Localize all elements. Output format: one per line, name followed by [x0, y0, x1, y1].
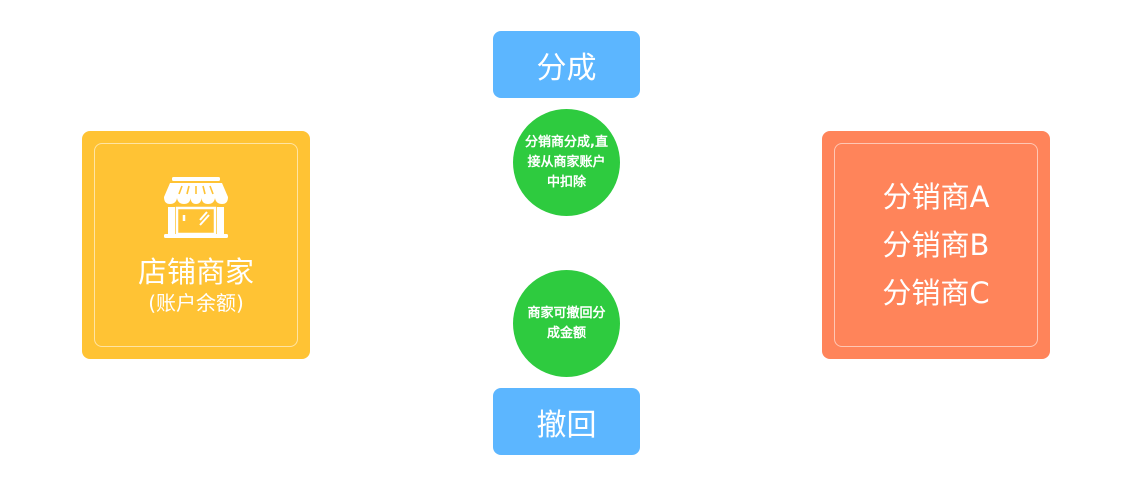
split-note-circle: 分销商分成,直接从商家账户中扣除 — [513, 109, 620, 216]
store-icon — [164, 177, 228, 238]
revoke-button[interactable]: 撤回 — [493, 388, 640, 455]
revoke-note-circle: 商家可撤回分成金额 — [513, 270, 620, 377]
revoke-note-text: 商家可撤回分成金额 — [527, 305, 606, 341]
merchant-subtitle: (账户余额) — [148, 291, 244, 315]
split-button[interactable]: 分成 — [493, 31, 640, 98]
split-note-text: 分销商分成,直接从商家账户中扣除 — [525, 134, 608, 190]
distributor-item: 分销商B — [882, 228, 990, 262]
merchant-card-border — [94, 143, 298, 347]
merchant-card: 店铺商家 (账户余额) — [82, 131, 310, 359]
distributor-list: 分销商A 分销商B 分销商C — [822, 173, 1050, 317]
distributor-item: 分销商C — [882, 276, 990, 310]
merchant-title: 店铺商家 — [137, 255, 254, 289]
distributor-item: 分销商A — [882, 180, 990, 214]
distributor-card-border — [834, 143, 1038, 347]
distributor-card: 分销商A 分销商B 分销商C — [822, 131, 1050, 359]
